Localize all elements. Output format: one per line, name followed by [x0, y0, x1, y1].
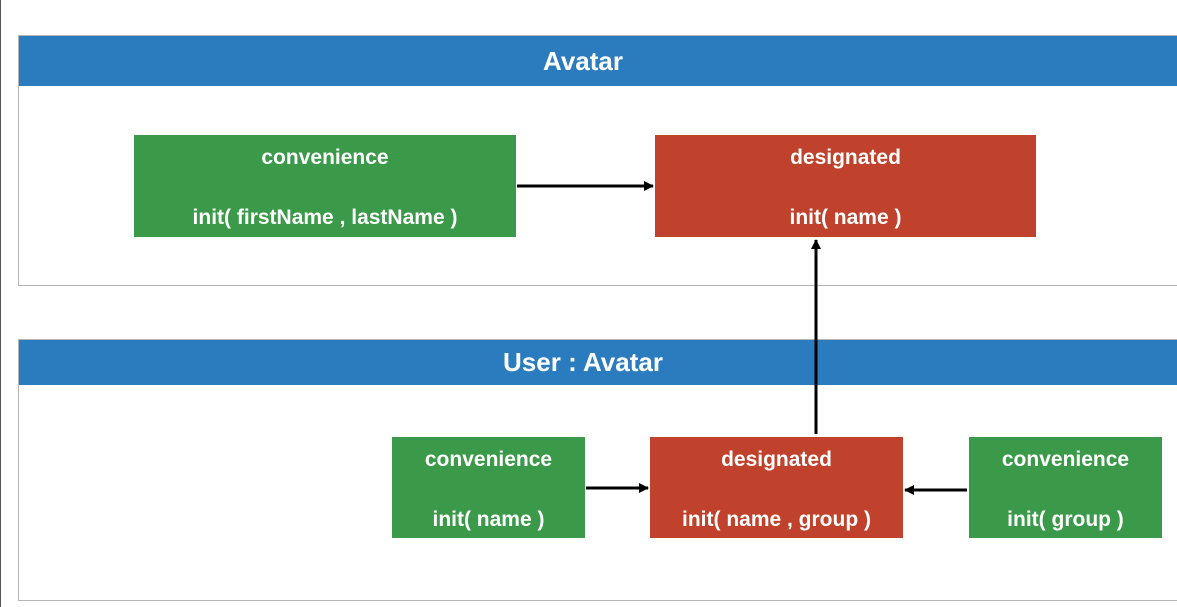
- node-signature: init( firstName , lastName ): [192, 206, 458, 229]
- node-signature: init( name ): [432, 508, 545, 531]
- node-kind-label: convenience: [424, 448, 553, 471]
- left-border-line: [0, 0, 1, 607]
- avatar-class-header: Avatar: [19, 36, 1177, 86]
- user-class-header: User : Avatar: [19, 340, 1177, 385]
- node-kind-label: designated: [790, 146, 901, 169]
- node-kind-label: designated: [721, 448, 832, 471]
- node-kind-label: convenience: [261, 146, 389, 169]
- user-convenience-group-node: convenience init( group ): [969, 437, 1162, 538]
- user-designated-init-node: designated init( name , group ): [650, 437, 903, 538]
- node-kind-label: convenience: [1001, 448, 1130, 471]
- avatar-convenience-init-node: convenience init( firstName , lastName ): [134, 135, 516, 237]
- node-signature: init( group ): [1007, 508, 1124, 531]
- user-class-title: User : Avatar: [503, 347, 663, 377]
- node-signature: init( name ): [789, 206, 902, 229]
- avatar-class-title: Avatar: [543, 45, 623, 76]
- node-signature: init( name , group ): [682, 508, 871, 531]
- avatar-designated-init-node: designated init( name ): [655, 135, 1036, 237]
- user-convenience-name-node: convenience init( name ): [392, 437, 585, 538]
